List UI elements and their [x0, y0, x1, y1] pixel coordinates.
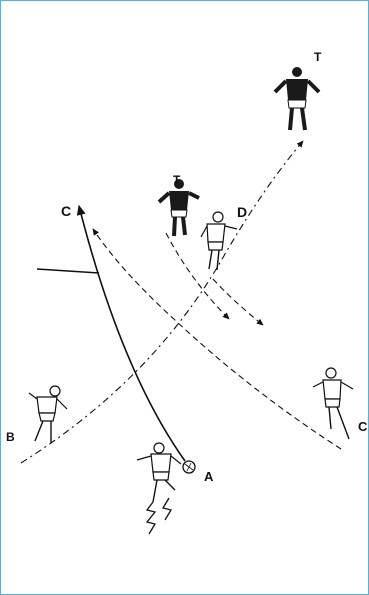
- label-d: D: [237, 204, 247, 220]
- run-line-a-to-c: [79, 206, 185, 461]
- player-t-mid: [159, 179, 199, 236]
- label-t-top: T: [314, 50, 322, 64]
- label-b: B: [6, 430, 15, 444]
- player-c-right: [313, 368, 353, 439]
- player-t-top: [275, 67, 319, 130]
- label-c-left: C: [61, 203, 71, 219]
- pass-line-c-right-to-c-left: [93, 229, 341, 449]
- label-c-right: C: [358, 419, 368, 434]
- goal-post-line: [37, 269, 99, 273]
- label-t-mid: T: [173, 173, 181, 187]
- player-b: [29, 386, 67, 443]
- player-d: [201, 212, 237, 270]
- run-line-d: [213, 279, 263, 325]
- player-a: [137, 443, 181, 534]
- ball: [183, 461, 195, 473]
- label-a: A: [204, 469, 214, 484]
- pass-line-b-to-t: [21, 141, 303, 463]
